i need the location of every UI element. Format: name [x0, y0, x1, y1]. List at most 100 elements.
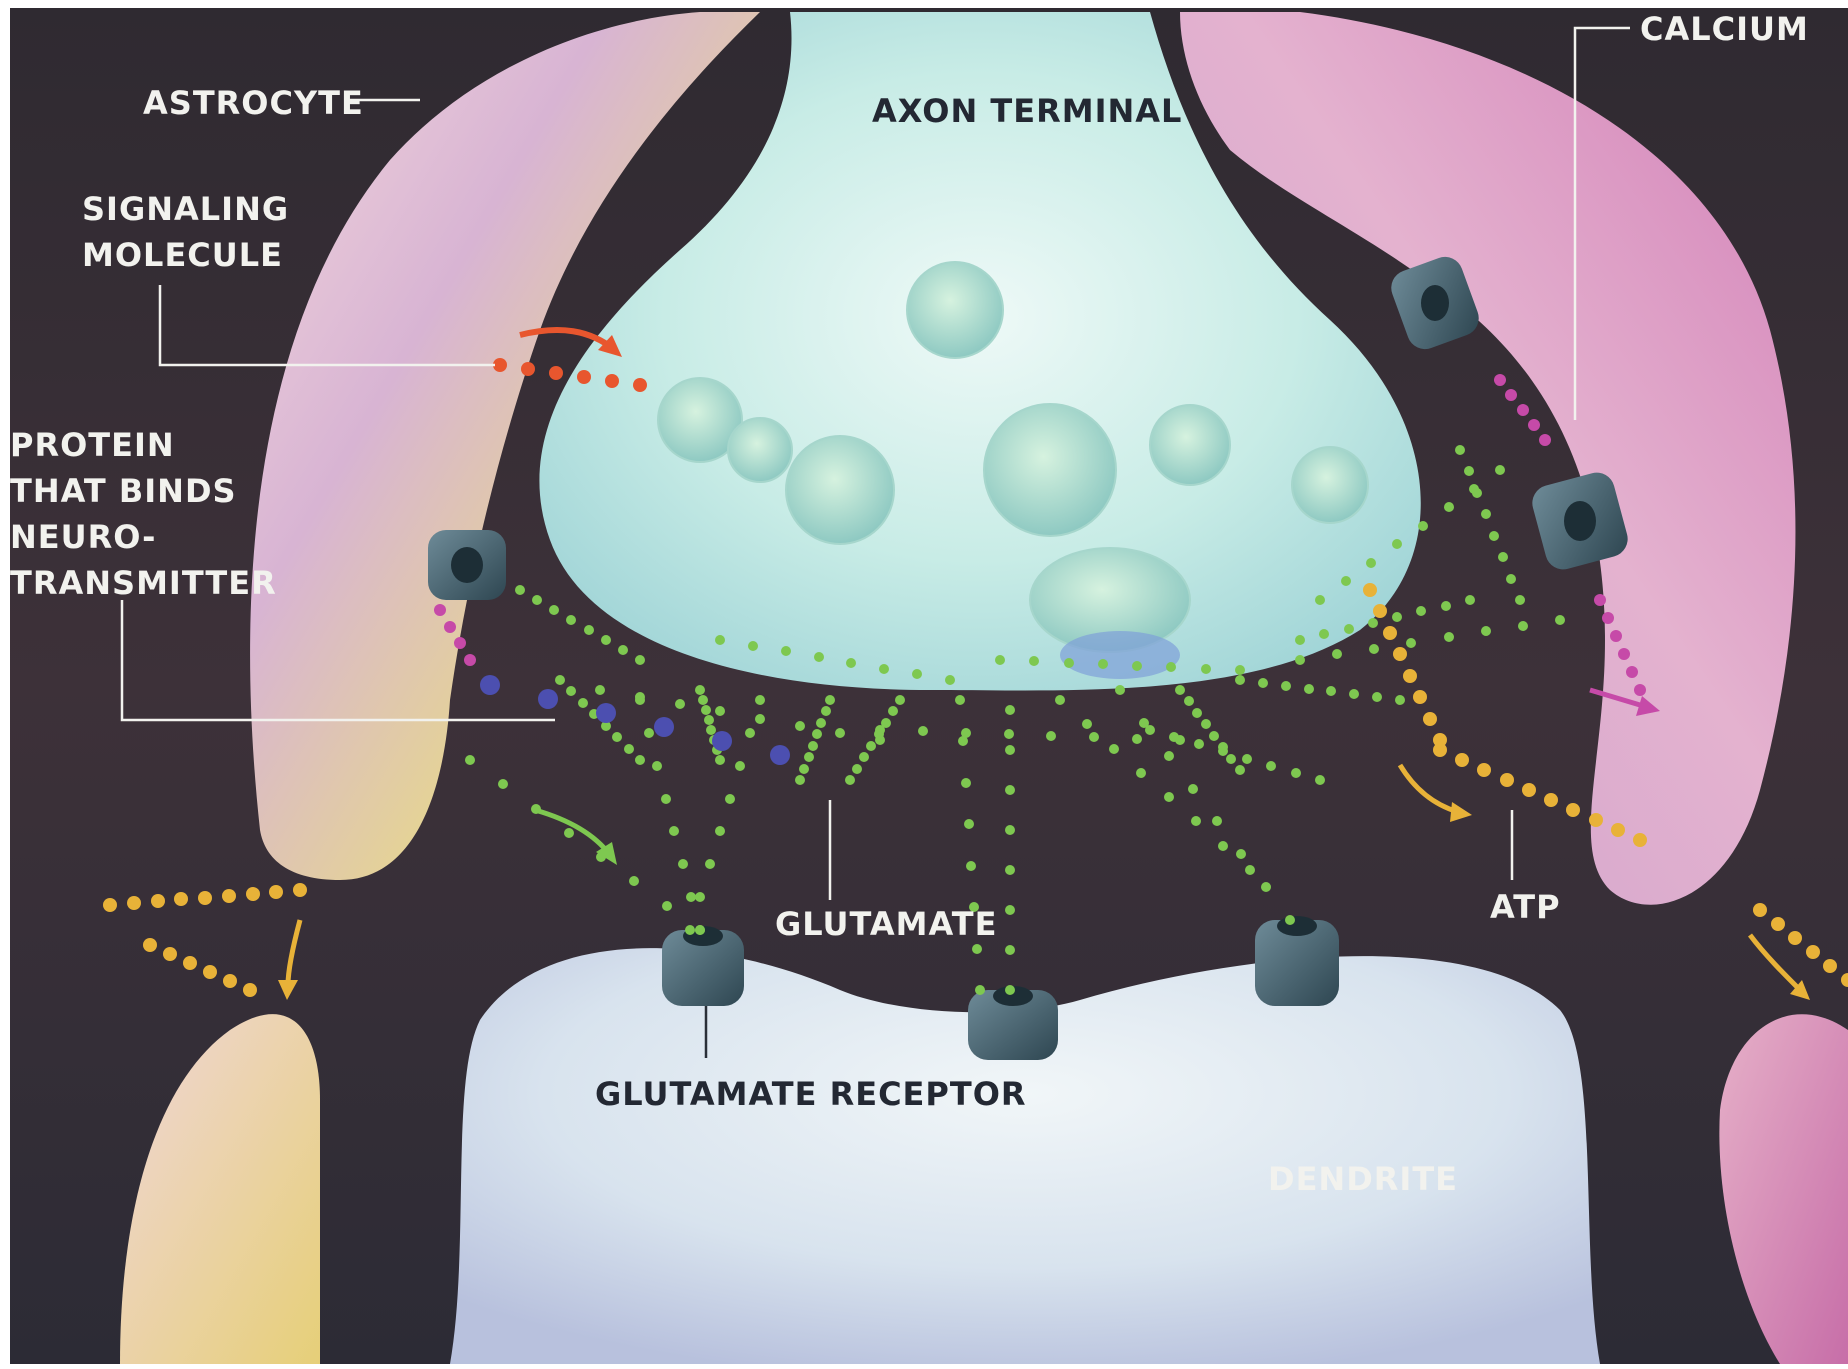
label-protein-line-2: THAT BINDS: [10, 472, 237, 510]
glutamate-molecule: [875, 735, 885, 745]
glutamate-molecule: [618, 645, 628, 655]
glutamate-molecule: [612, 732, 622, 742]
glutamate-molecule: [624, 744, 634, 754]
atp-molecule: [1363, 583, 1377, 597]
binding-protein: [538, 689, 558, 709]
glutamate-molecule: [1444, 632, 1454, 642]
atp-molecule: [223, 974, 237, 988]
glutamate-molecule: [1164, 751, 1174, 761]
binding-protein: [480, 675, 500, 695]
binding-protein: [596, 703, 616, 723]
glutamate-molecule: [1005, 705, 1015, 715]
glutamate-molecule: [1266, 761, 1276, 771]
glutamate-molecule: [966, 861, 976, 871]
atp-molecule: [1477, 763, 1491, 777]
glutamate-molecule: [584, 625, 594, 635]
glutamate-molecule: [1201, 719, 1211, 729]
atp-molecule: [1433, 743, 1447, 757]
glutamate-molecule: [1164, 792, 1174, 802]
glutamate-molecule: [1341, 576, 1351, 586]
calcium-ion: [454, 637, 466, 649]
glutamate-molecule: [1145, 725, 1155, 735]
glutamate-molecule: [1212, 816, 1222, 826]
atp-molecule: [1413, 690, 1427, 704]
glutamate-molecule: [1201, 664, 1211, 674]
glutamate-molecule: [846, 658, 856, 668]
glutamate-molecule: [1218, 746, 1228, 756]
glutamate-molecule: [1444, 502, 1454, 512]
glutamate-molecule: [795, 721, 805, 731]
glutamate-molecule: [961, 728, 971, 738]
atp-molecule: [269, 885, 283, 899]
glutamate-molecule: [859, 752, 869, 762]
glutamate-molecule: [945, 675, 955, 685]
atp-molecule: [293, 883, 307, 897]
binding-protein: [712, 731, 732, 751]
glutamate-molecule: [1136, 768, 1146, 778]
calcium-ion: [1626, 666, 1638, 678]
glutamate-molecule: [1132, 661, 1142, 671]
glutamate-molecule: [745, 728, 755, 738]
atp-molecule: [1423, 712, 1437, 726]
label-signaling-molecule-line-2: MOLECULE: [82, 236, 283, 274]
glutamate-molecule: [1481, 509, 1491, 519]
glutamate-molecule: [1406, 638, 1416, 648]
calcium-ion: [464, 654, 476, 666]
glutamate-molecule: [1555, 615, 1565, 625]
glutamate-molecule: [1194, 739, 1204, 749]
glutamate-molecule: [1506, 574, 1516, 584]
glutamate-molecule: [845, 775, 855, 785]
glutamate-molecule: [635, 692, 645, 702]
glutamate-molecule: [1349, 689, 1359, 699]
glutamate-molecule: [1005, 745, 1015, 755]
atp-molecule: [198, 891, 212, 905]
glutamate-molecule: [705, 859, 715, 869]
glutamate-molecule: [1005, 785, 1015, 795]
glutamate-molecule: [715, 826, 725, 836]
binding-protein: [654, 717, 674, 737]
glutamate-molecule: [1029, 656, 1039, 666]
atp-molecule: [1500, 773, 1514, 787]
label-astrocyte: ASTROCYTE: [143, 84, 364, 122]
atp-molecule: [1383, 626, 1397, 640]
binding-protein: [770, 745, 790, 765]
glutamate-molecule: [1235, 675, 1245, 685]
glutamate-molecule: [1395, 695, 1405, 705]
glutamate-molecule: [1489, 531, 1499, 541]
glutamate-molecule: [1188, 784, 1198, 794]
glutamate-molecule: [816, 718, 826, 728]
glutamate-molecule: [578, 698, 588, 708]
glutamate-molecule: [1481, 626, 1491, 636]
glutamate-molecule: [601, 635, 611, 645]
glutamate-molecule: [1392, 612, 1402, 622]
glutamate-molecule: [1169, 732, 1179, 742]
glutamate-molecule: [685, 925, 695, 935]
label-axon-terminal: AXON TERMINAL: [872, 92, 1182, 130]
glutamate-molecule: [1366, 558, 1376, 568]
glutamate-molecule: [1285, 915, 1295, 925]
glutamate-molecule: [912, 669, 922, 679]
label-glutamate-receptor: GLUTAMATE RECEPTOR: [595, 1075, 1027, 1113]
atp-molecule: [246, 887, 260, 901]
glutamate-molecule: [1064, 658, 1074, 668]
glutamate-molecule: [1472, 488, 1482, 498]
glutamate-molecule: [866, 741, 876, 751]
atp-molecule: [203, 965, 217, 979]
calcium-ion: [1610, 630, 1622, 642]
glutamate-molecule: [1089, 732, 1099, 742]
atp-molecule: [1633, 833, 1647, 847]
glutamate-molecule: [549, 605, 559, 615]
glutamate-molecule: [975, 985, 985, 995]
glutamate-molecule: [1218, 841, 1228, 851]
glutamate-molecule: [635, 655, 645, 665]
glutamate-molecule: [701, 705, 711, 715]
glutamate-molecule: [1166, 662, 1176, 672]
calcium-ion: [1594, 594, 1606, 606]
calcium-ion: [1634, 684, 1646, 696]
atp-molecule: [243, 983, 257, 997]
glutamate-molecule: [1209, 731, 1219, 741]
glutamate-molecule: [814, 652, 824, 662]
atp-molecule: [1566, 803, 1580, 817]
glutamate-molecule: [1132, 734, 1142, 744]
